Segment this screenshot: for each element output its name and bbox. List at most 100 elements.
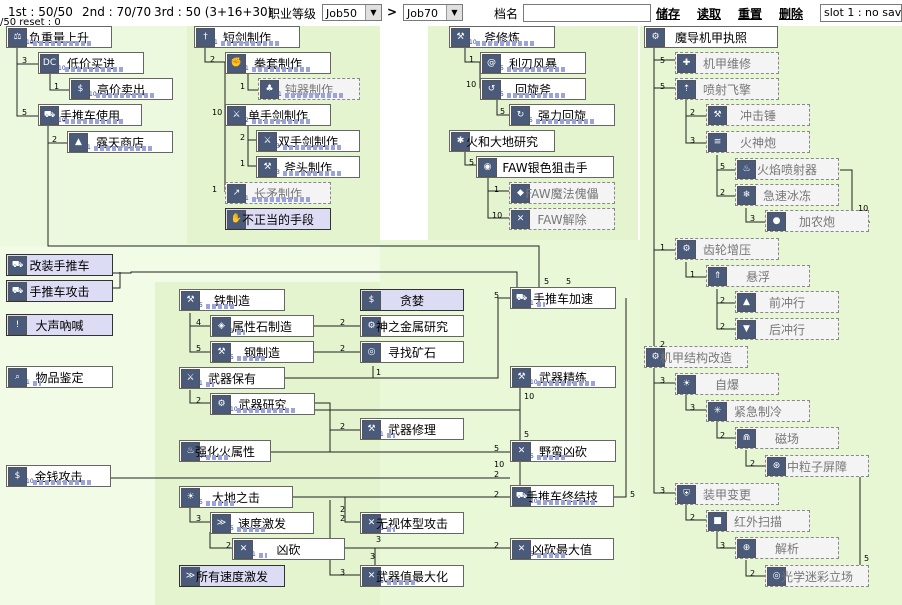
skill-label: 前冲行: [768, 296, 805, 310]
skill-node-n20[interactable]: ◆FAW魔法傀儡: [509, 182, 615, 204]
skill-label: 光学迷彩立场: [780, 570, 853, 584]
delete-link[interactable]: 删除: [779, 7, 804, 21]
skill-node-n40[interactable]: ■红外扫描: [706, 510, 810, 532]
req-level: 1: [469, 55, 475, 64]
req-level: 5: [630, 490, 636, 499]
reset-link[interactable]: 重置: [738, 7, 763, 21]
level-dots: [283, 171, 343, 176]
save-name-input[interactable]: [523, 4, 651, 22]
skill-node-n18[interactable]: ✱火和大地研究: [449, 130, 555, 152]
skill-node-n32[interactable]: ▲前冲行: [735, 291, 839, 313]
skill-level: 1: [26, 379, 30, 386]
job-to-value: Job70: [407, 7, 438, 20]
level-dots: [221, 41, 281, 46]
skill-node-n19[interactable]: ◉FAW银色狙击手: [476, 156, 614, 178]
save-link[interactable]: 储存: [656, 7, 681, 21]
cannon-icon: ●: [767, 212, 786, 231]
skill-node-n66[interactable]: ≫所有速度激发: [179, 565, 285, 587]
slot-select[interactable]: slot 1 : no save: [820, 4, 902, 22]
skill-node-n21[interactable]: ✕FAW解除: [509, 208, 615, 230]
skill-node-n30[interactable]: ⚙齿轮增压: [675, 238, 779, 260]
skill-node-n13[interactable]: ✋不正当的手段: [225, 208, 331, 230]
skill-node-n38[interactable]: ⊛中粒子屏障: [765, 455, 869, 477]
job-to-select[interactable]: Job70▼: [403, 4, 463, 21]
level-dots: [537, 500, 597, 505]
skill-label: 火焰喷射器: [756, 163, 817, 177]
skill-level: 1: [245, 65, 249, 72]
skill-node-n45[interactable]: !大声吶喊: [6, 314, 113, 336]
req-level: 1: [240, 159, 246, 168]
skill-node-n36[interactable]: ✳紧急制冷: [706, 400, 810, 422]
req-level: 3: [370, 552, 376, 561]
skill-node-n53[interactable]: ◎寻找矿石: [360, 341, 464, 363]
level-dots: [33, 480, 93, 485]
skill-node-n22[interactable]: ⚙魔导机甲执照: [644, 26, 778, 48]
skill-level: 5: [500, 65, 504, 72]
load-link[interactable]: 读取: [697, 7, 722, 21]
golem-icon: ◆: [511, 184, 530, 203]
spear-icon: ↗: [227, 184, 246, 203]
skill-node-n31[interactable]: ⇑悬浮: [706, 265, 810, 287]
skill-node-n43[interactable]: ⛟改装手推车: [6, 254, 113, 276]
skill-node-n42[interactable]: ◎光学迷彩立场: [765, 565, 869, 587]
skill-node-n27[interactable]: ♨火焰喷射器: [735, 158, 839, 180]
req-level: 2: [720, 188, 726, 197]
skill-node-n39[interactable]: ⛨装甲变更: [675, 483, 779, 505]
skill-node-n49[interactable]: $贪婪: [360, 289, 464, 311]
skill-node-n25[interactable]: ⚒冲击锤: [706, 104, 810, 126]
skill-node-n41[interactable]: ⊕解析: [735, 537, 839, 559]
skill-node-n29[interactable]: ●加农炮: [765, 210, 869, 232]
skill-node-n24[interactable]: ⇡喷射飞擎: [675, 78, 779, 100]
skill-node-n34[interactable]: ⚙机甲结构改造: [644, 346, 748, 368]
magnet-icon: ⋒: [737, 429, 756, 448]
skill-node-n23[interactable]: ✚机甲维修: [675, 52, 779, 74]
skill-node-n37[interactable]: ⋒磁场: [735, 427, 839, 449]
skill-node-n44[interactable]: ⛟手推车攻击: [6, 280, 113, 302]
second-job-points: 2nd : 70/70: [82, 5, 152, 19]
skill-node-n51[interactable]: ⚙神之金属研究: [360, 315, 464, 337]
skill-level: 1: [87, 144, 91, 151]
skill-node-n35[interactable]: ☀自爆: [675, 373, 779, 395]
skill-level: 1: [199, 380, 203, 387]
level-dots: [536, 119, 596, 124]
skill-node-n33[interactable]: ▼后冲行: [735, 318, 839, 340]
skill-node-n28[interactable]: ❄急速冰冻: [735, 184, 839, 206]
job-from-select[interactable]: Job50▼: [322, 4, 382, 21]
skill-node-n26[interactable]: ≡火神炮: [706, 131, 810, 153]
